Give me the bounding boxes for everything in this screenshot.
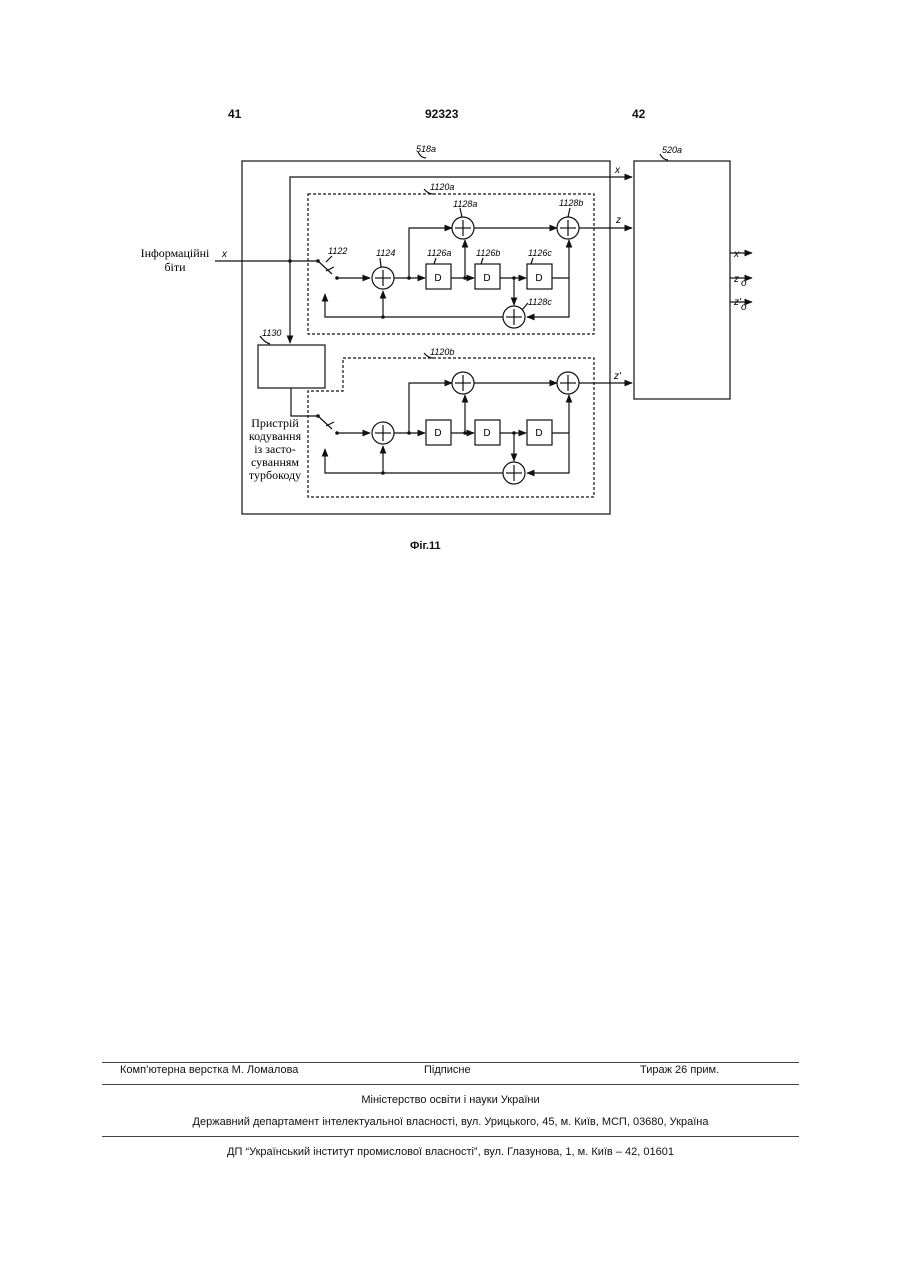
signal-z: z — [615, 215, 621, 226]
turbo-encoder-diagram: 518a 520a 1120a 1120b 1122 1124 1126a 11… — [0, 0, 901, 560]
label-1126c: 1126c — [528, 248, 552, 258]
input-label-line-1: Інформаційні — [141, 246, 210, 260]
label-1128a: 1128a — [453, 199, 477, 209]
footer-rule-bottom — [102, 1136, 799, 1137]
label-1120a: 1120a — [430, 182, 454, 192]
footer-rule-middle — [102, 1084, 799, 1085]
footer-rule-top — [102, 1062, 799, 1063]
label-1128c: 1128c — [528, 297, 552, 307]
footer-print-run: Тираж 26 прим. — [640, 1064, 719, 1076]
label-1130: 1130 — [262, 328, 281, 338]
output-zo-subscript: o — [741, 278, 747, 289]
delay-2a-text: D — [434, 428, 441, 439]
device-label-line-3: із засто- — [254, 442, 296, 456]
label-1122: 1122 — [328, 246, 347, 256]
figure-caption: Фіг.11 — [410, 540, 441, 552]
footer-subscription: Підписне — [424, 1064, 471, 1076]
label-1128b: 1128b — [559, 198, 583, 208]
label-1124: 1124 — [376, 248, 395, 258]
signal-x: x — [614, 165, 621, 176]
footer-ministry: Міністерство освіти і науки України — [0, 1094, 901, 1106]
footer-institute: ДП “Український інститут промислової вла… — [0, 1146, 901, 1158]
output-unit-box — [634, 161, 730, 399]
device-label-line-1: Пристрій — [251, 416, 299, 430]
delay-1126a-text: D — [434, 273, 441, 284]
label-1126a: 1126a — [427, 248, 451, 258]
switch-1-blade — [318, 261, 332, 274]
label-1120b: 1120b — [430, 347, 454, 357]
device-label-line-5: турбокоду — [249, 468, 301, 482]
output-zo-prime-subscript: o — [741, 302, 747, 313]
output-x: x — [733, 249, 740, 260]
footer-department: Державний департамент інтелектуальної вл… — [0, 1116, 901, 1128]
label-1126b: 1126b — [476, 248, 500, 258]
delay-2c-text: D — [535, 428, 542, 439]
delay-1126c-text: D — [535, 273, 542, 284]
input-label-line-2: біти — [164, 260, 186, 274]
signal-z-prime: z' — [613, 371, 622, 382]
output-zo: z — [733, 274, 739, 285]
device-label-line-2: кодування — [249, 429, 302, 443]
signal-x-input: x — [221, 249, 228, 260]
interleaver-box — [258, 345, 325, 388]
delay-1126b-text: D — [483, 273, 490, 284]
label-520a: 520a — [662, 145, 682, 155]
footer-typesetter: Комп’ютерна верстка М. Ломалова — [120, 1064, 298, 1076]
delay-2b-text: D — [483, 428, 490, 439]
device-label-line-4: суванням — [251, 455, 299, 469]
label-518a: 518a — [416, 144, 436, 154]
